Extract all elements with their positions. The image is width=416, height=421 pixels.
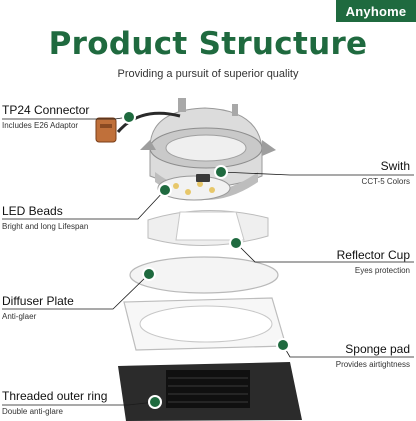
reflector-cup xyxy=(148,210,268,245)
part-desc: Double anti-glare xyxy=(2,407,107,416)
part-name: Sponge pad xyxy=(336,342,410,356)
part-name: TP24 Connector xyxy=(2,103,89,117)
part-name: Swith xyxy=(362,159,410,173)
label-led-beads: LED Beads Bright and long Lifespan xyxy=(2,204,88,231)
part-name: Reflector Cup xyxy=(337,248,410,262)
part-desc: Anti-glaer xyxy=(2,312,74,321)
label-reflector-cup: Reflector Cup Eyes protection xyxy=(337,248,410,275)
label-threaded-outer-ring: Threaded outer ring Double anti-glare xyxy=(2,389,107,416)
label-tp24-connector: TP24 Connector Includes E26 Adaptor xyxy=(2,103,89,130)
part-desc: Eyes protection xyxy=(337,266,410,275)
part-desc: Provides airtightness xyxy=(336,360,410,369)
label-swith: Swith CCT-5 Colors xyxy=(362,159,410,186)
part-name: LED Beads xyxy=(2,204,88,218)
part-name: Diffuser Plate xyxy=(2,294,74,308)
part-desc: CCT-5 Colors xyxy=(362,177,410,186)
threaded-outer-ring xyxy=(118,362,302,421)
part-desc: Bright and long Lifespan xyxy=(2,222,88,231)
part-name: Threaded outer ring xyxy=(2,389,107,403)
label-sponge-pad: Sponge pad Provides airtightness xyxy=(336,342,410,369)
part-desc: Includes E26 Adaptor xyxy=(2,121,89,130)
sponge-pad xyxy=(124,298,286,350)
label-diffuser-plate: Diffuser Plate Anti-glaer xyxy=(2,294,74,321)
